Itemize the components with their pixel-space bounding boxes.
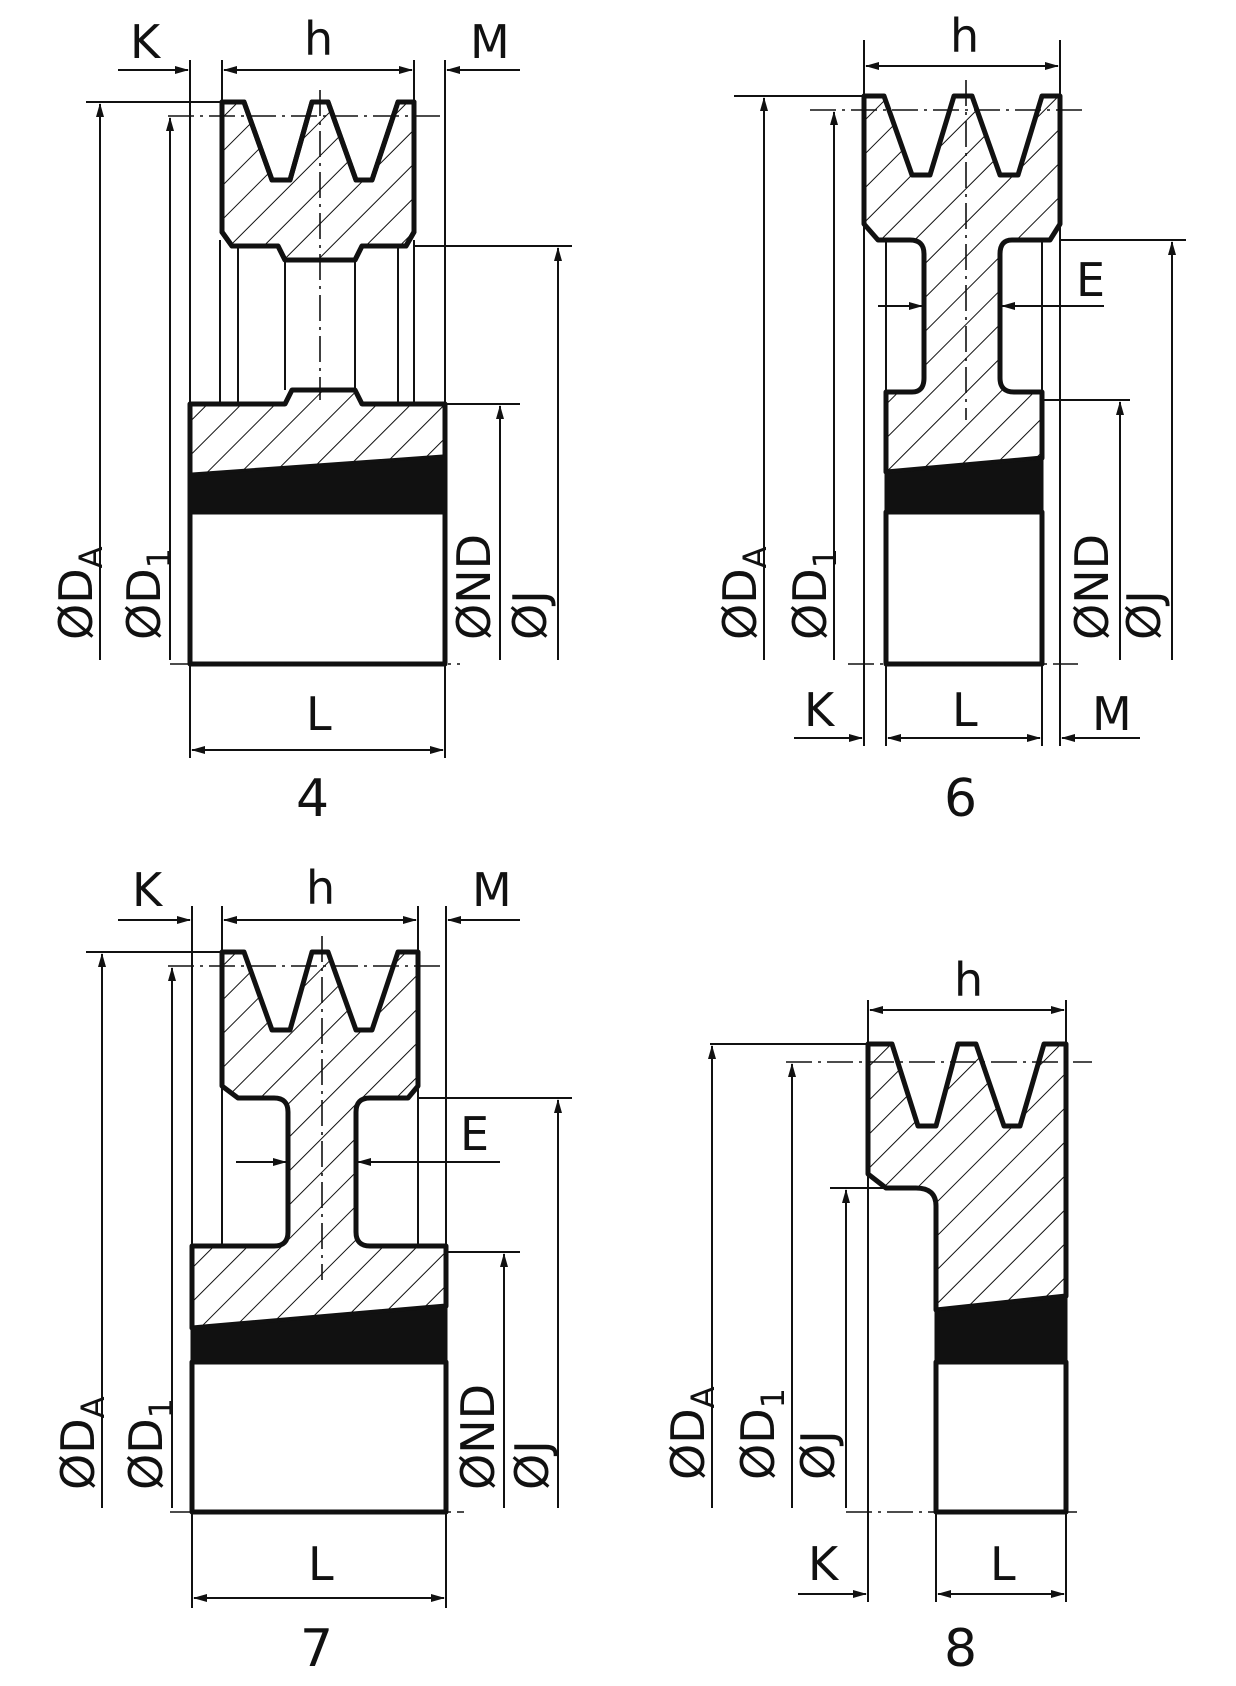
fig8-label-J: ØJ — [791, 1430, 845, 1480]
fig7-label-h: h — [306, 861, 335, 915]
fig4-label-J: ØJ — [503, 590, 557, 640]
fig4-label-K: K — [130, 15, 162, 69]
fig6-label-D1-sub: 1 — [806, 548, 844, 568]
fig6-label-ND: ØND — [1065, 534, 1119, 640]
svg-text:ØD1: ØD1 — [783, 548, 844, 640]
fig7-label-E: E — [460, 1107, 489, 1161]
fig7-label-DA: ØD — [51, 1418, 105, 1490]
fig8-label-K: K — [808, 1537, 840, 1591]
svg-text:ØDA: ØDA — [713, 546, 774, 640]
fig7-label-DA-sub: A — [74, 1396, 112, 1418]
svg-text:ØD1: ØD1 — [117, 548, 178, 640]
fig4-label-ND: ØND — [447, 534, 501, 640]
fig7-label-K: K — [132, 863, 164, 917]
fig6-label-DA: ØD — [713, 568, 767, 640]
fig4-label-DA: ØD — [49, 568, 103, 640]
fig7-label-M: M — [472, 863, 512, 917]
fig4-label-DA-sub: A — [72, 546, 110, 568]
fig8-label-L: L — [990, 1537, 1016, 1591]
fig8-label-DA: ØD — [661, 1408, 715, 1480]
fig4-label-D1-sub: 1 — [140, 548, 178, 568]
fig8-label-h: h — [954, 953, 983, 1007]
fig7-label-D1: ØD — [119, 1418, 173, 1490]
figure-7: K h M E L ØDA ØD1 ØND ØJ 7 — [51, 861, 572, 1679]
fig8-label-D1: ØD — [731, 1408, 785, 1480]
fig8-label-DA-sub: A — [684, 1386, 722, 1408]
fig6-label-E: E — [1076, 253, 1105, 307]
figure-4: K h M L ØDA ØD1 ØND ØJ 4 — [49, 12, 572, 829]
fig6-label-D1: ØD — [783, 568, 837, 640]
fig4-label-D1: ØD — [117, 568, 171, 640]
fig7-label-J: ØJ — [505, 1440, 559, 1490]
fig6-label-DA-sub: A — [736, 546, 774, 568]
fig4-label-M: M — [470, 15, 510, 69]
svg-text:ØD1: ØD1 — [731, 1388, 792, 1480]
fig8-label-D1-sub: 1 — [754, 1388, 792, 1408]
fig6-label-L: L — [952, 683, 978, 737]
fig7-number: 7 — [300, 1619, 333, 1679]
fig4-label-L: L — [306, 687, 332, 741]
figure-6: h E K L M ØDA ØD1 ØND ØJ 6 — [713, 9, 1186, 829]
fig6-label-K: K — [804, 683, 836, 737]
fig6-label-M: M — [1092, 687, 1132, 741]
fig6-label-h: h — [950, 9, 979, 63]
fig7-label-ND: ØND — [451, 1384, 505, 1490]
fig7-label-L: L — [308, 1537, 334, 1591]
fig8-number: 8 — [944, 1619, 977, 1679]
fig4-number: 4 — [296, 769, 329, 829]
fig4-label-h: h — [304, 12, 333, 66]
figure-8: h K L ØDA ØD1 ØJ 8 — [661, 953, 1092, 1679]
fig7-label-D1-sub: 1 — [142, 1398, 180, 1418]
svg-text:ØDA: ØDA — [49, 546, 110, 640]
svg-text:ØDA: ØDA — [661, 1386, 722, 1480]
svg-text:ØDA: ØDA — [51, 1396, 112, 1490]
fig6-label-J: ØJ — [1117, 590, 1171, 640]
svg-text:ØD1: ØD1 — [119, 1398, 180, 1490]
fig6-number: 6 — [944, 769, 977, 829]
